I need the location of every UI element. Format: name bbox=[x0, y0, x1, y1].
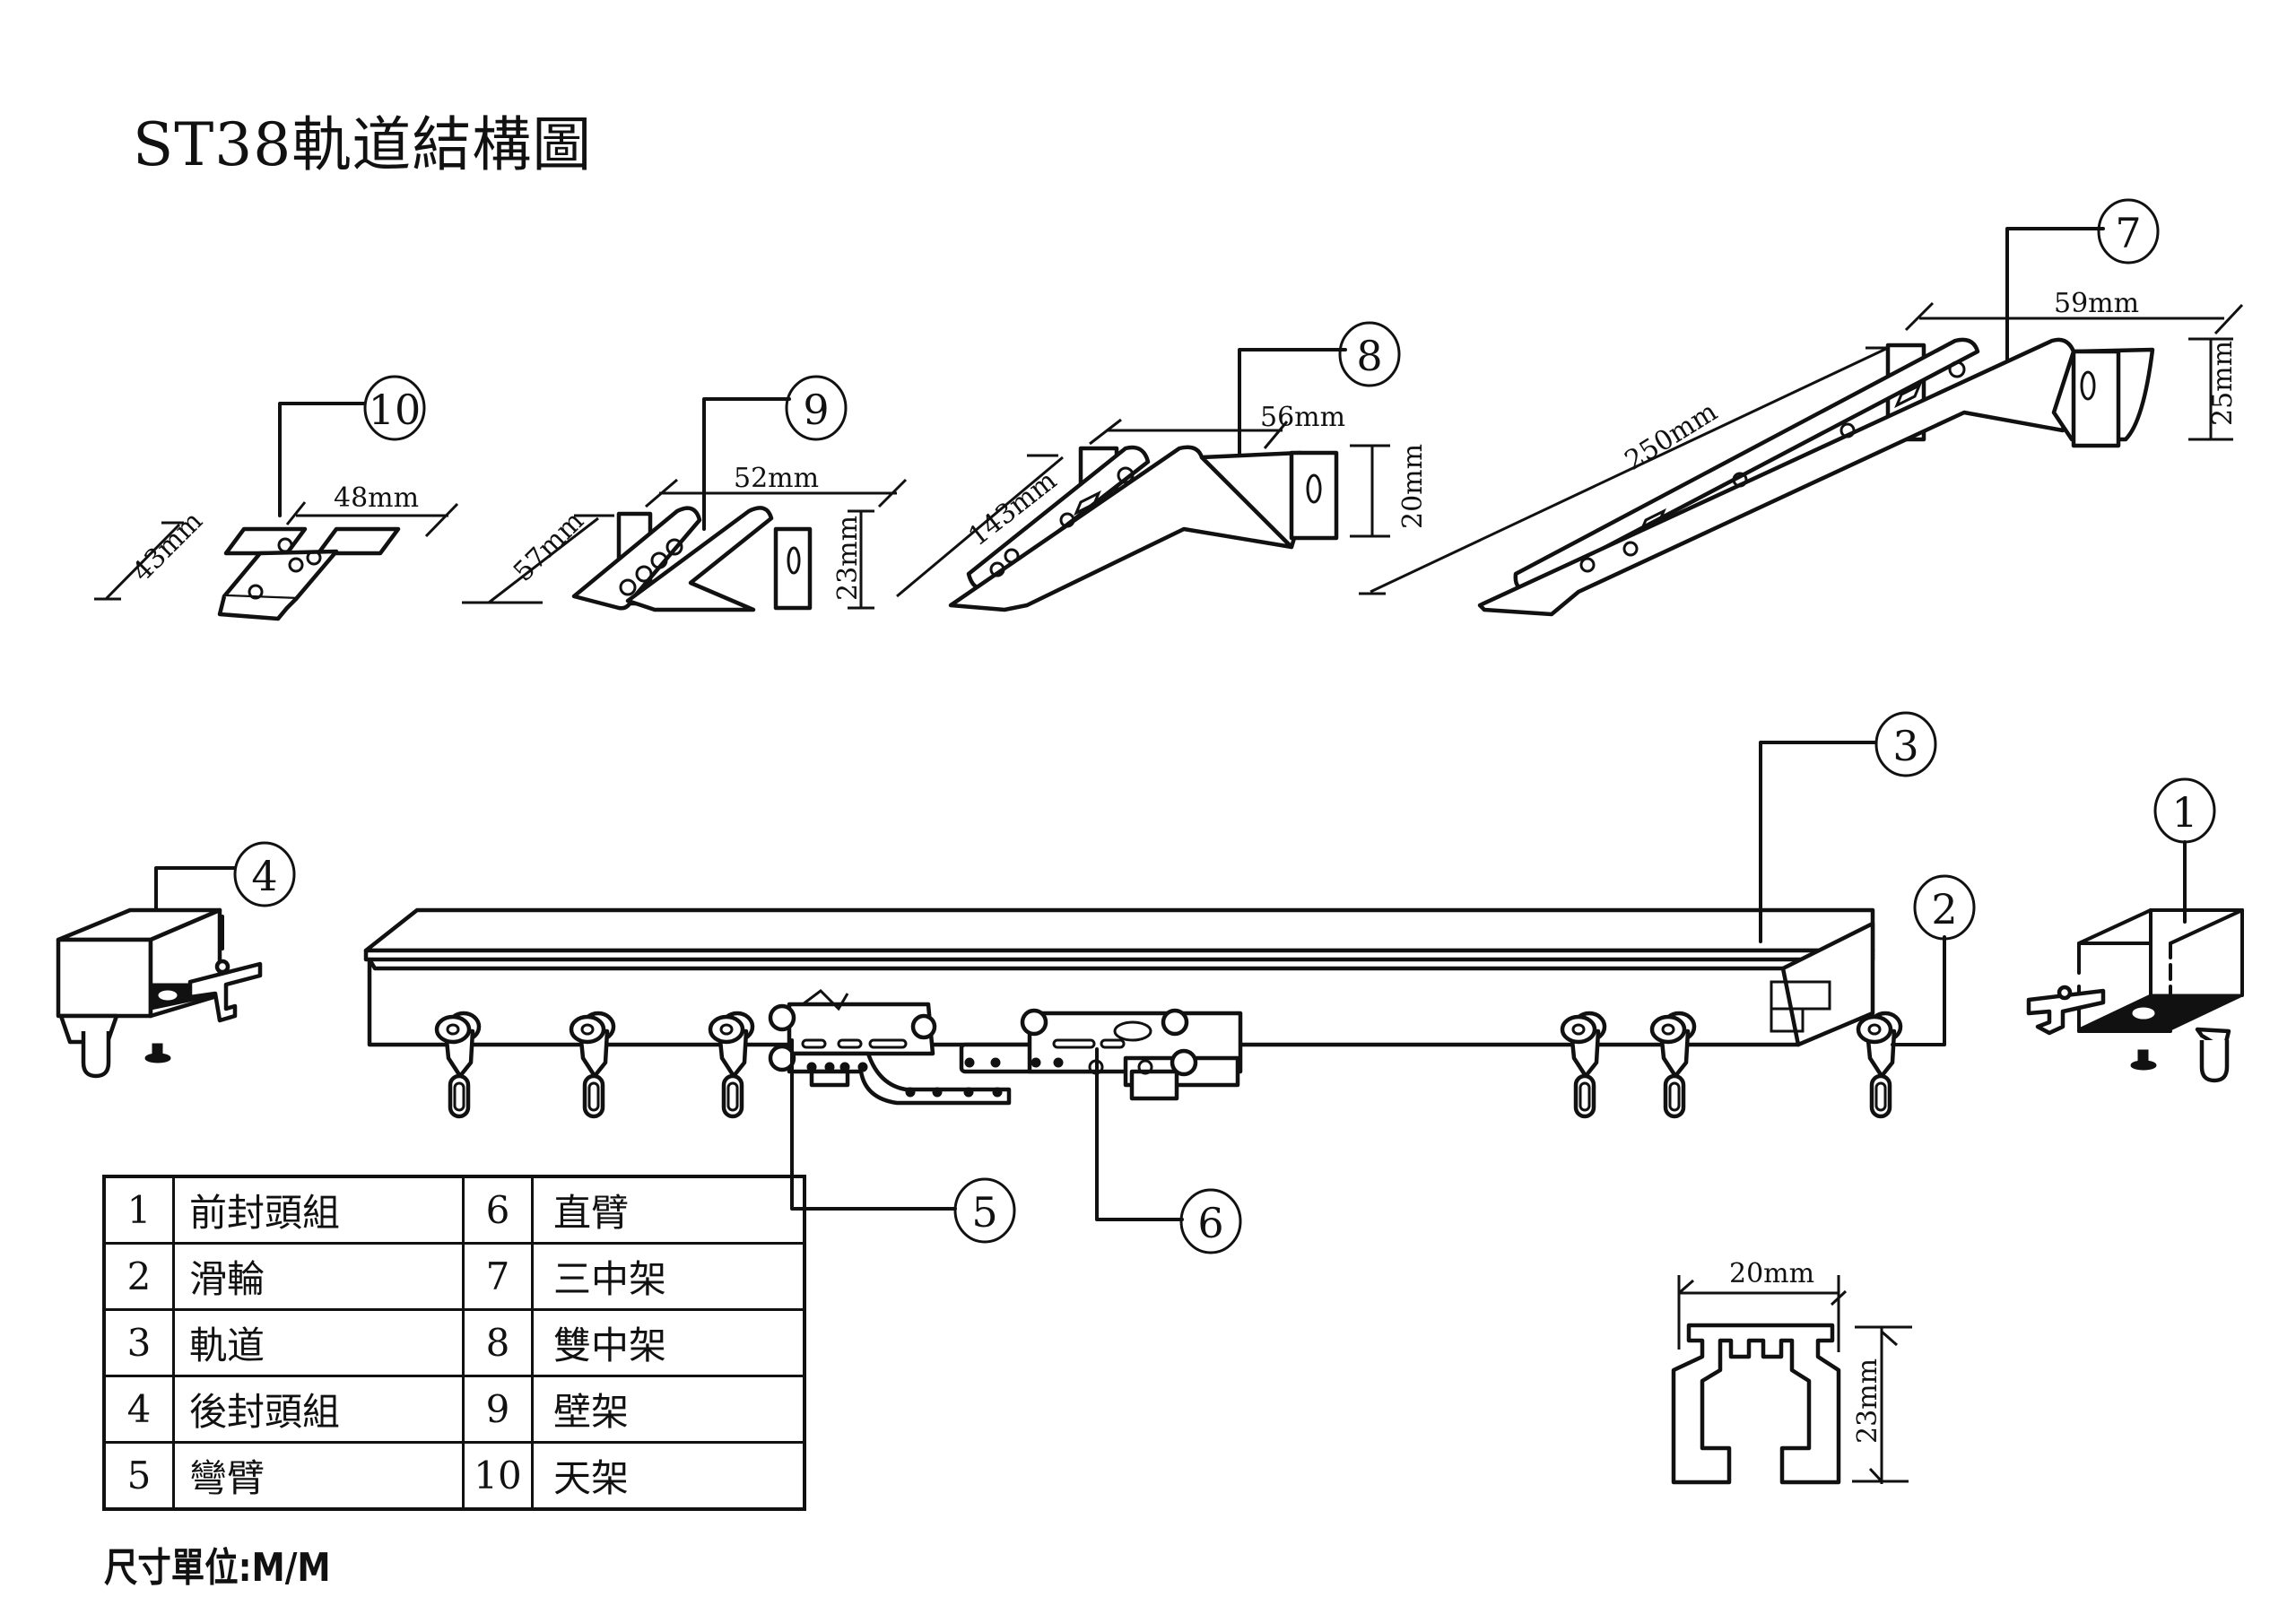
legend-number: 10 bbox=[462, 1441, 534, 1511]
dim-52mm: 52mm bbox=[734, 463, 819, 494]
ceiling-bracket: 10 43mm 48mm bbox=[94, 375, 459, 621]
track-profile: 20mm 23mm bbox=[1671, 1258, 1912, 1485]
legend-number: 7 bbox=[462, 1242, 534, 1311]
callout-leader-2 bbox=[1891, 935, 1946, 1046]
dim-20mm: 20mm bbox=[1397, 444, 1429, 529]
legend-part-name: 後封頭組 bbox=[172, 1375, 465, 1444]
callout-2: 2 bbox=[1913, 874, 1976, 941]
svg-text:5: 5 bbox=[971, 1188, 997, 1237]
svg-text:2: 2 bbox=[1931, 885, 1957, 933]
callout-leader-4 bbox=[154, 866, 237, 921]
legend-number: 5 bbox=[102, 1441, 175, 1511]
callout-5: 5 bbox=[953, 1177, 1016, 1244]
legend-number: 2 bbox=[102, 1242, 175, 1311]
callout-6: 6 bbox=[1179, 1188, 1242, 1254]
diagram-title: ST38軌道結構圖 bbox=[133, 110, 593, 179]
dim-43mm: 43mm bbox=[126, 506, 209, 588]
dim-48mm: 48mm bbox=[334, 482, 419, 514]
main-track: 3 bbox=[363, 711, 1937, 1047]
callout-10: 10 bbox=[363, 375, 426, 441]
callout-3: 3 bbox=[1874, 711, 1937, 777]
dim-250mm: 250mm bbox=[1620, 396, 1723, 477]
legend-part-name: 滑輪 bbox=[172, 1242, 465, 1311]
glider bbox=[569, 1011, 616, 1119]
glider bbox=[1560, 1011, 1607, 1119]
legend-number: 8 bbox=[462, 1308, 534, 1377]
triple-bracket: 7 250mm 59mm 25mm bbox=[1359, 198, 2244, 617]
svg-text:4: 4 bbox=[251, 852, 277, 900]
callout-1: 1 bbox=[2153, 777, 2216, 844]
unit-note: 尺寸單位:M/M bbox=[104, 1545, 331, 1591]
callout-leader-6 bbox=[1095, 1047, 1184, 1221]
glider bbox=[708, 1011, 755, 1119]
curved-arm: 5 bbox=[768, 989, 1016, 1244]
svg-text:6: 6 bbox=[1197, 1199, 1223, 1247]
straight-arm: 6 bbox=[959, 1008, 1243, 1254]
legend-number: 9 bbox=[462, 1375, 534, 1444]
legend-part-name: 三中架 bbox=[531, 1242, 806, 1311]
legend-number: 6 bbox=[462, 1175, 534, 1245]
svg-text:8: 8 bbox=[1356, 332, 1382, 380]
callout-8: 8 bbox=[1338, 321, 1401, 387]
glider bbox=[1649, 1011, 1697, 1119]
svg-text:10: 10 bbox=[369, 386, 422, 434]
legend-part-name: 彎臂 bbox=[172, 1441, 465, 1511]
legend-number: 4 bbox=[102, 1375, 175, 1444]
rear-end-cap: 4 bbox=[56, 841, 296, 1079]
callout-leader-8 bbox=[1238, 348, 1347, 459]
legend-number: 3 bbox=[102, 1308, 175, 1377]
legend-part-name: 壁架 bbox=[531, 1375, 806, 1444]
dim-20mm-profile: 20mm bbox=[1729, 1258, 1814, 1289]
svg-text:3: 3 bbox=[1892, 722, 1918, 770]
double-bracket: 8 143mm 56mm 20mm bbox=[896, 321, 1429, 612]
callout-leader-3 bbox=[1759, 741, 1876, 943]
dim-23mm-profile: 23mm bbox=[1852, 1358, 1883, 1444]
callout-leader-9 bbox=[702, 397, 791, 531]
glider-row bbox=[434, 1011, 1903, 1119]
dim-59mm: 59mm bbox=[2054, 288, 2139, 319]
dim-56mm: 56mm bbox=[1260, 402, 1345, 433]
dim-23mm-bracket: 23mm bbox=[832, 516, 864, 601]
callout-9: 9 bbox=[785, 375, 848, 441]
wall-bracket: 9 57mm 52mm 23mm bbox=[462, 375, 908, 612]
callout-7: 7 bbox=[2097, 198, 2160, 265]
legend-part-name: 雙中架 bbox=[531, 1308, 806, 1377]
dim-57mm: 57mm bbox=[508, 506, 590, 588]
callout-leader-10 bbox=[278, 402, 366, 517]
legend-part-name: 直臂 bbox=[531, 1175, 806, 1245]
callout-4: 4 bbox=[233, 841, 296, 907]
callout-leader-7 bbox=[2005, 227, 2105, 369]
svg-text:9: 9 bbox=[803, 386, 829, 434]
legend-number: 1 bbox=[102, 1175, 175, 1245]
glider bbox=[434, 1011, 482, 1119]
legend-part-name: 軌道 bbox=[172, 1308, 465, 1377]
svg-text:7: 7 bbox=[2115, 209, 2141, 257]
legend-part-name: 前封頭組 bbox=[172, 1175, 465, 1245]
glider bbox=[1856, 1011, 1903, 1119]
svg-text:1: 1 bbox=[2171, 788, 2197, 837]
legend-part-name: 天架 bbox=[531, 1441, 806, 1511]
front-end-cap: 1 bbox=[2026, 777, 2244, 1083]
dim-25mm: 25mm bbox=[2207, 341, 2239, 426]
